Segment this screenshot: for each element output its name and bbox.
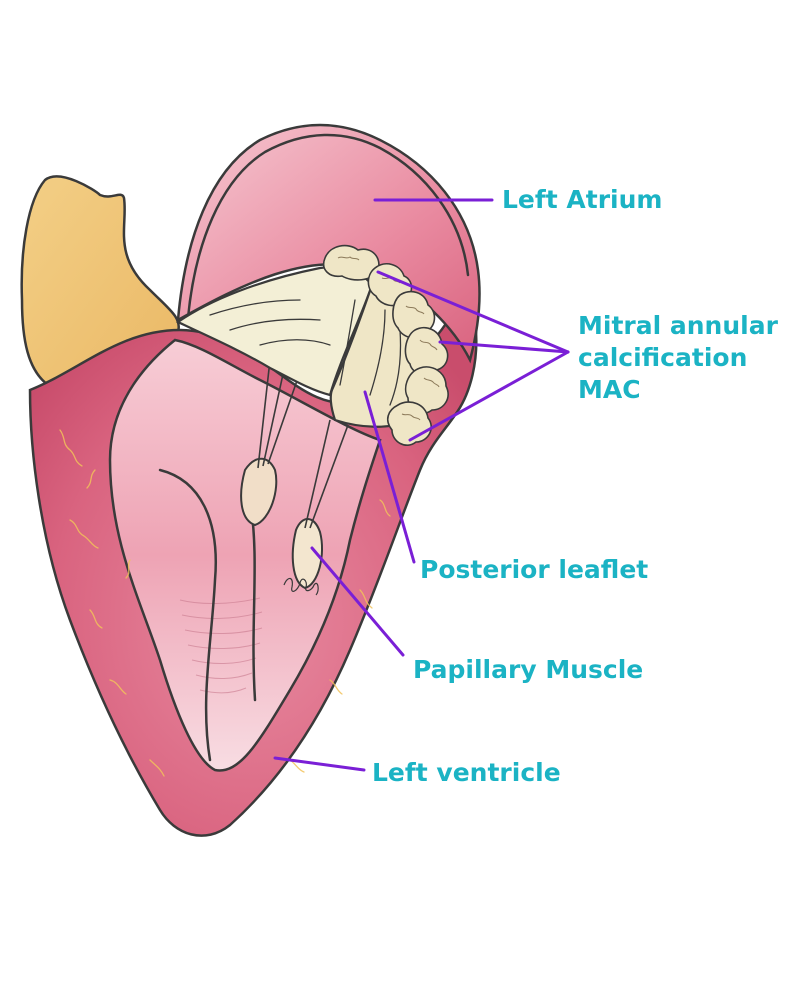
label-papillary-muscle: Papillary Muscle — [413, 655, 643, 684]
chordae-tendineae — [257, 359, 349, 529]
leader-left-ventricle — [273, 756, 366, 772]
papillary-muscle-posterior — [291, 518, 324, 590]
label-mac-line2: calcification — [578, 343, 747, 372]
label-posterior-leaflet: Posterior leaflet — [420, 555, 648, 584]
leader-mac-2 — [438, 340, 570, 354]
papillary-muscle-anterior — [240, 457, 278, 527]
artist-signature — [283, 577, 319, 596]
label-left-ventricle: Left ventricle — [372, 758, 561, 787]
anterior-mitral-leaflet — [175, 266, 374, 397]
leader-posterior-leaflet — [363, 390, 416, 564]
leader-mac-1 — [376, 270, 570, 354]
label-left-atrium: Left Atrium — [502, 185, 662, 214]
label-mac-line1: Mitral annular — [578, 311, 779, 340]
leader-mac-3 — [408, 350, 570, 442]
leaflet-folds — [209, 299, 402, 406]
mac-calcification-nodules — [323, 244, 449, 446]
left-ventricle-cavity — [108, 338, 382, 772]
label-mac-line3: MAC — [578, 375, 641, 404]
septum-fold — [158, 468, 217, 762]
leader-papillary-muscle — [310, 546, 405, 657]
leader-lines — [273, 198, 570, 772]
